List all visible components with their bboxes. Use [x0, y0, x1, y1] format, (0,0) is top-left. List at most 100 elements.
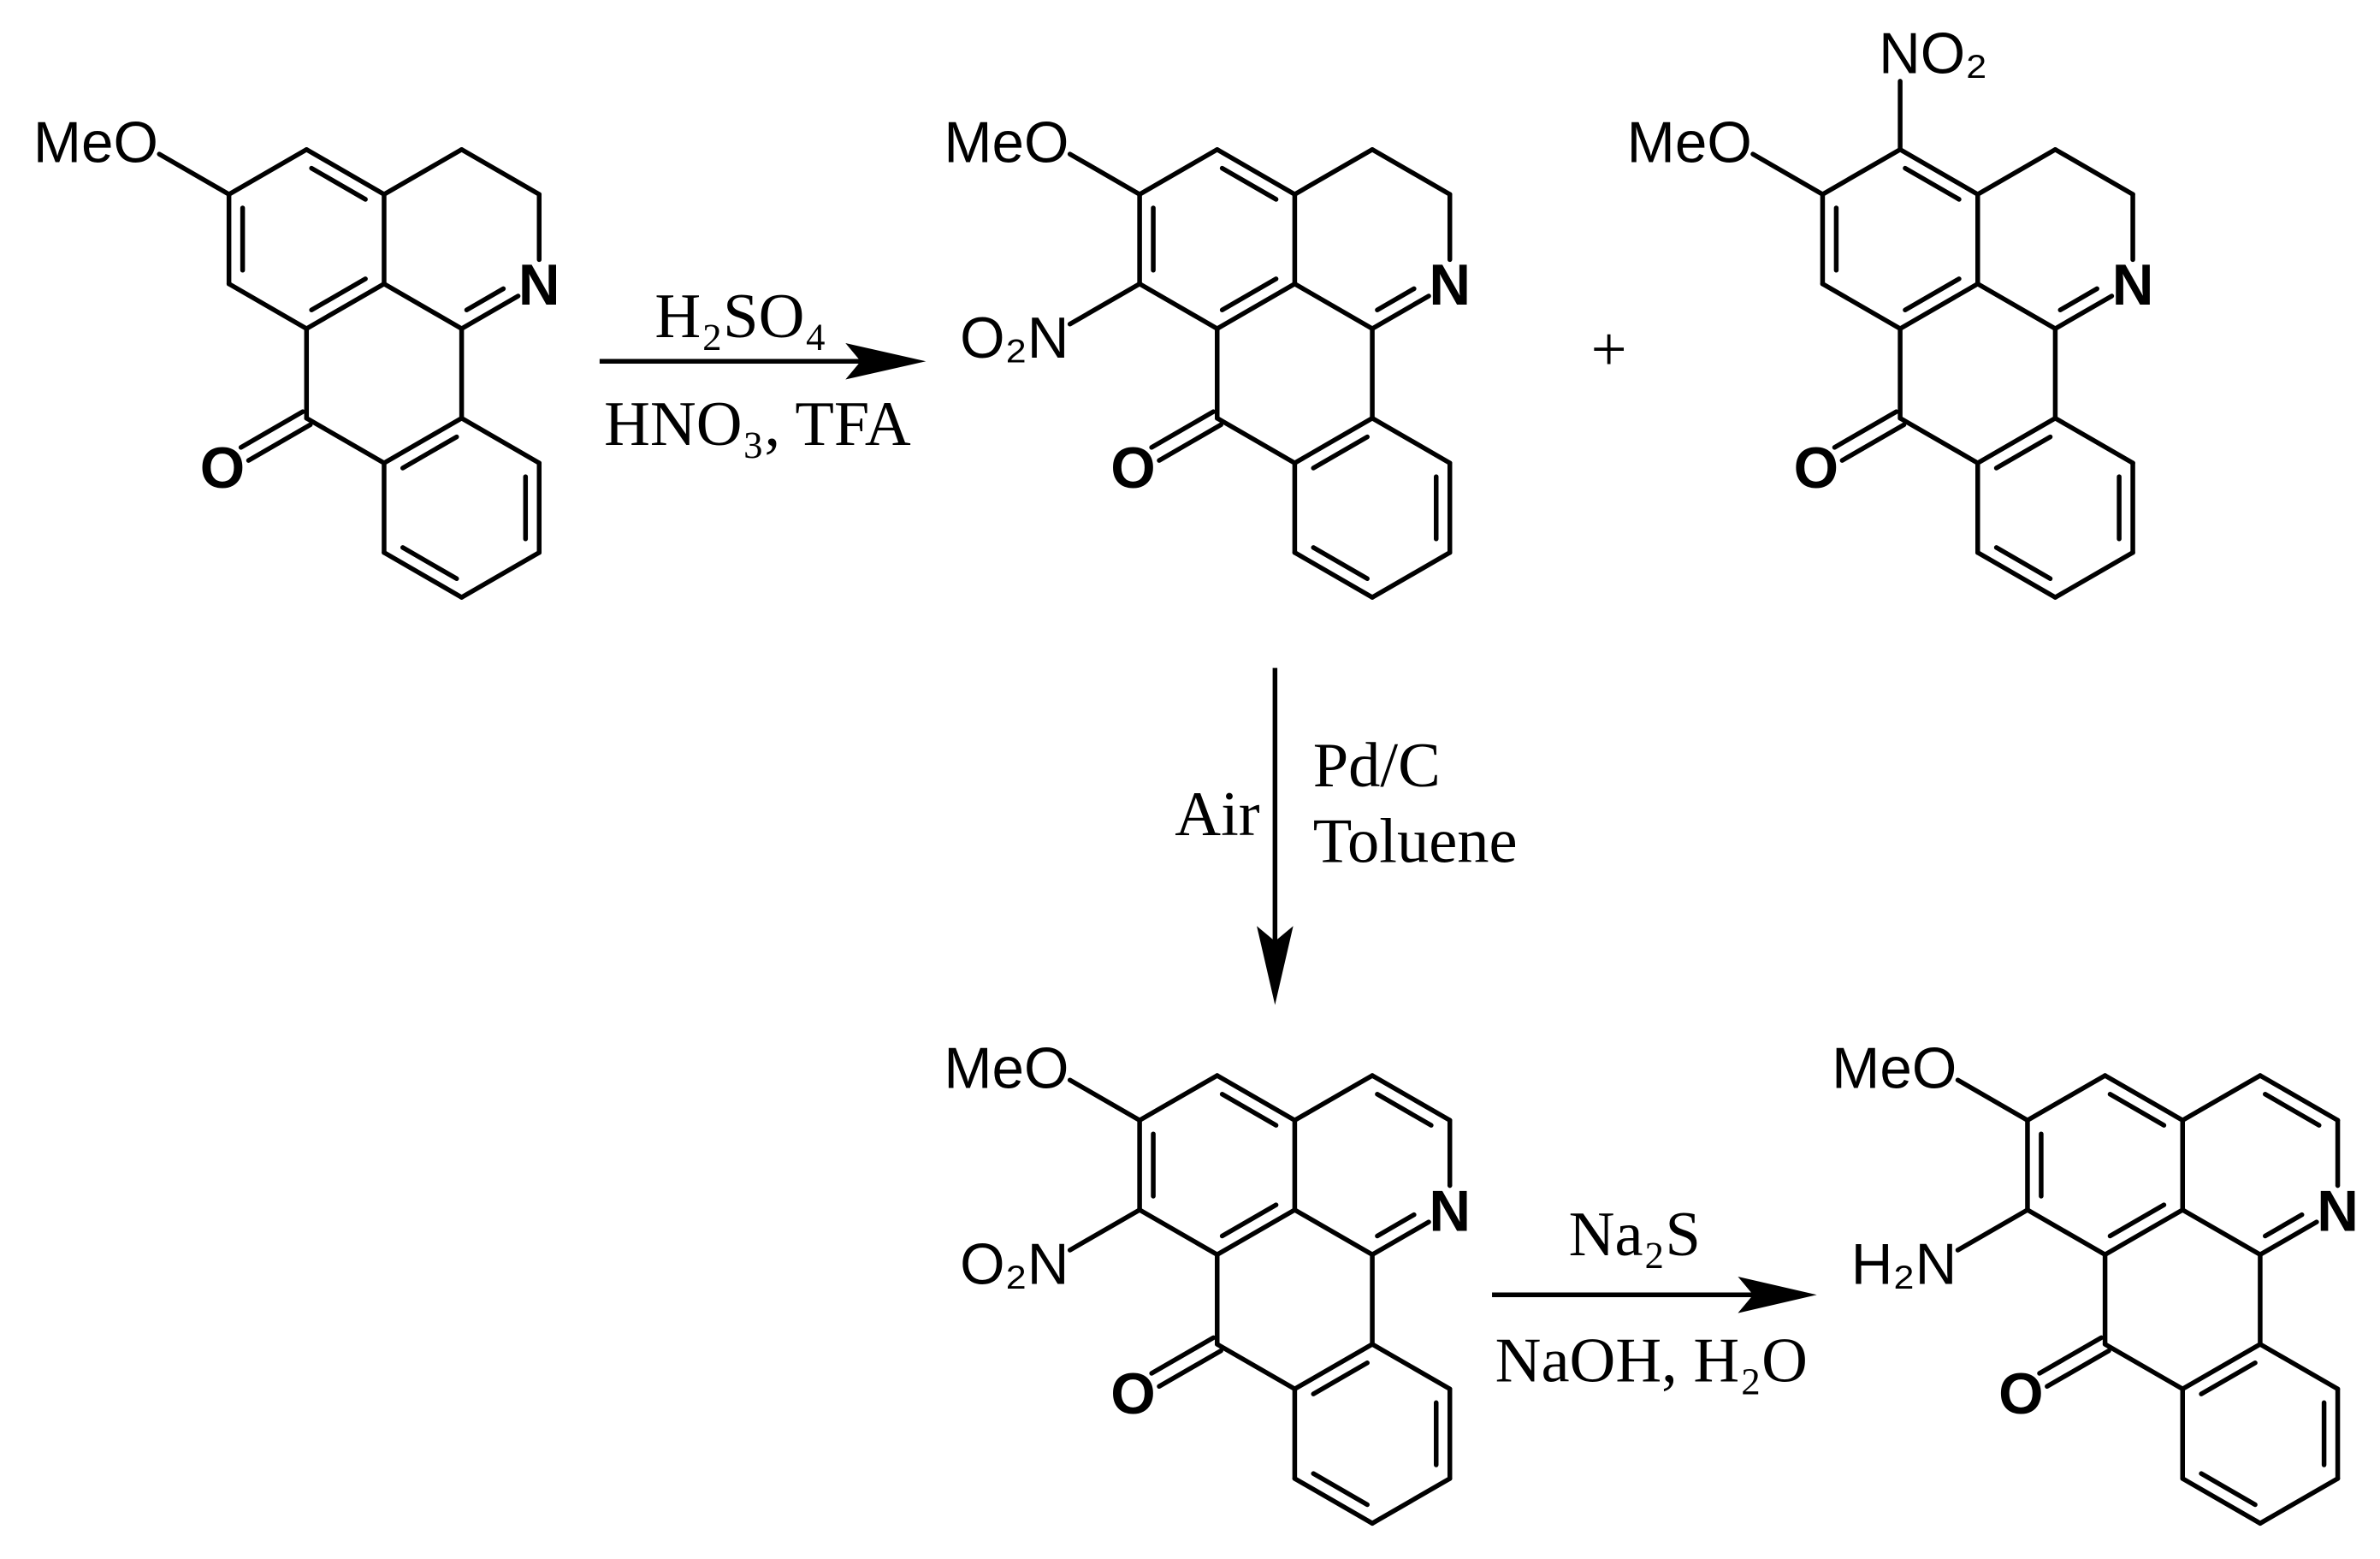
single-bond [382, 146, 465, 197]
double-bond-inner-line [2107, 1092, 2167, 1128]
single-bond [2052, 550, 2135, 600]
double-bond-inner-line [1219, 165, 1279, 202]
double-bond [1292, 416, 1375, 465]
single-bond [226, 282, 310, 331]
double-bond-inner-line [1219, 1092, 1279, 1128]
single-bond [1370, 1342, 1453, 1392]
double-bond-inner-line [1993, 545, 2053, 582]
double-bond-inner-line [1219, 1202, 1279, 1239]
single-bond [2052, 146, 2135, 197]
ring-nitrogen-label: N [2317, 1179, 2359, 1243]
nitro-group-label: O₂N [960, 306, 1069, 370]
double-bond-inner-line [2199, 1360, 2258, 1396]
double-bond [1897, 146, 1980, 197]
double-bond-inner-line [2057, 286, 2099, 313]
single-bond [2180, 1207, 2263, 1258]
double-bond-inner-line [400, 545, 459, 582]
single-bond [1067, 282, 1142, 327]
single-bond [2025, 1207, 2108, 1258]
single-bond [1215, 416, 1298, 465]
double-bond [459, 293, 521, 331]
single-bond [304, 416, 387, 465]
double-bond [2052, 293, 2115, 331]
double-bond [1292, 1342, 1375, 1392]
double-bond-inner-line [1311, 1360, 1370, 1396]
single-bond [1820, 282, 1903, 331]
reaction-step-1: H₂SO₄ HNO₃, TFA [599, 282, 927, 459]
double-bond [1215, 1073, 1298, 1123]
reaction-step-3: Na₂S NaOH, H₂O [1492, 1200, 1817, 1396]
single-bond [2258, 1476, 2341, 1526]
double-bond [304, 146, 387, 197]
single-bond [1820, 146, 1903, 197]
single-bond [1137, 282, 1220, 331]
double-bond [1370, 1219, 1431, 1258]
single-bond [2102, 1342, 2186, 1392]
reaction-step-2: Air Pd/C Toluene [1175, 667, 1518, 1005]
single-bond [2052, 416, 2135, 465]
double-bond [1370, 293, 1431, 331]
carbonyl-double-bond [1839, 422, 1907, 463]
double-bond [1215, 146, 1298, 197]
double-bond-inner-line [309, 165, 368, 202]
reaction-arrowhead [1257, 926, 1294, 1005]
single-bond [2258, 1342, 2341, 1392]
catalyst-label: Pd/C [1313, 731, 1441, 801]
single-bond [1370, 1476, 1453, 1526]
ring-nitrogen-label: N [2112, 253, 2154, 317]
double-bond-inner-line [1311, 545, 1370, 582]
single-bond [1292, 1207, 1375, 1258]
methoxy-label: MeO [1627, 110, 1752, 175]
double-bond-inner-line [464, 286, 506, 313]
double-bond-inner-line [1375, 1212, 1417, 1239]
reaction-arrowhead [845, 342, 927, 380]
carbonyl-oxygen-label: O [1110, 436, 1155, 501]
single-bond [1955, 1207, 2030, 1253]
carbonyl-oxygen-label: O [1998, 1362, 2043, 1426]
carbonyl-oxygen-label: O [1110, 1362, 1155, 1426]
carbonyl-double-bond [1157, 422, 1223, 463]
methoxy-label: MeO [1832, 1036, 1957, 1100]
double-bond [2258, 1219, 2319, 1258]
double-bond-inner-line [2107, 1202, 2167, 1239]
carbonyl-oxygen-label: O [1794, 436, 1838, 501]
double-bond-inner-line [400, 434, 459, 471]
single-bond [1292, 282, 1375, 331]
nitro-group-label: O₂N [960, 1232, 1069, 1296]
carbonyl-oxygen-label: O [200, 436, 245, 501]
single-bond [1975, 282, 2058, 331]
single-bond [226, 146, 310, 197]
double-bond [304, 282, 387, 331]
single-bond [1137, 1073, 1220, 1123]
solvent-label: Toluene [1313, 807, 1518, 877]
ring-nitrogen-label: N [1429, 253, 1471, 317]
carbonyl-double-bond [1149, 409, 1217, 450]
double-bond-inner-line [1993, 434, 2053, 471]
carbonyl-double-bond [238, 409, 305, 450]
nitro-group-label: NO₂ [1879, 22, 1987, 86]
reagent-below-arrow: NaOH, H₂O [1495, 1325, 1808, 1396]
single-bond [1067, 1207, 1142, 1253]
double-bond [1215, 282, 1298, 331]
carbonyl-double-bond [1149, 1335, 1217, 1376]
single-bond [1370, 550, 1453, 600]
ring-nitrogen-label: N [1429, 1179, 1471, 1243]
single-bond [459, 550, 542, 600]
double-bond-inner-line [1219, 276, 1279, 313]
double-bond [2102, 1207, 2186, 1258]
single-bond [1067, 1077, 1142, 1123]
single-bond [459, 146, 542, 197]
double-bond [382, 550, 465, 600]
double-bond-inner-line [1903, 276, 1962, 313]
reaction-arrowhead [1738, 1277, 1817, 1313]
reagent-above-arrow: Na₂S [1569, 1200, 1701, 1270]
plus-sign: + [1591, 315, 1627, 385]
double-bond [2180, 1342, 2263, 1392]
double-bond-inner-line [2263, 1092, 2322, 1128]
